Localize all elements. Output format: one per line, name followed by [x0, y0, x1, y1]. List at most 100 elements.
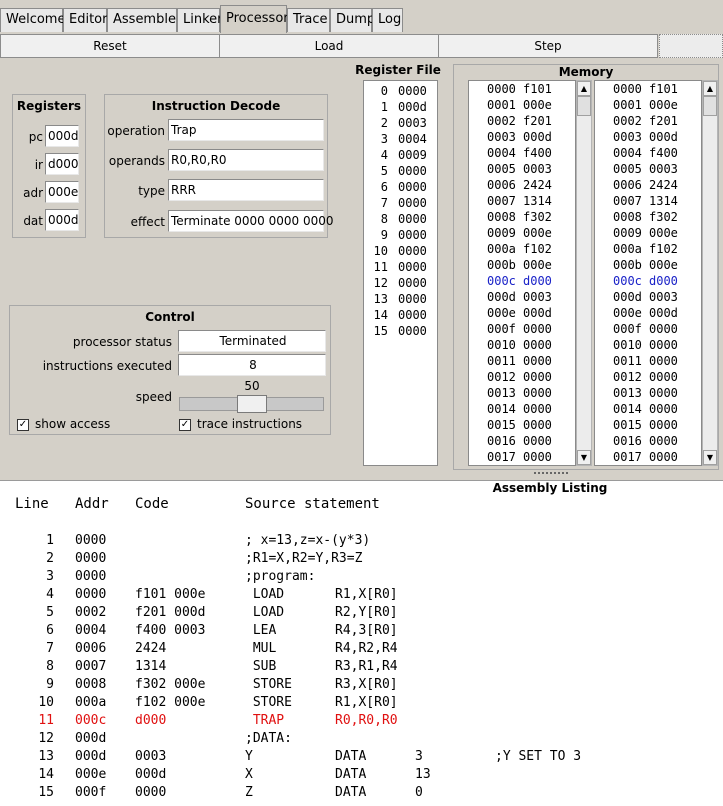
memory-address: 0007: [613, 194, 642, 208]
memory-value: 0003: [649, 290, 678, 304]
memory-value: 0000: [523, 370, 552, 384]
listing-source: SUB: [245, 659, 277, 674]
splitter[interactable]: [0, 470, 723, 480]
tab-log[interactable]: Log: [372, 8, 403, 32]
memory-address: 0009: [613, 226, 642, 240]
memory-value: 000d: [523, 130, 552, 144]
memory-address: 0013: [613, 386, 642, 400]
memory-value: 0000: [649, 402, 678, 416]
speed-value: 50: [244, 379, 260, 393]
trace-instructions-label: trace instructions: [197, 417, 303, 431]
register-number: 3: [380, 132, 388, 146]
memory-scrollbar-right[interactable]: ▲ ▼: [702, 80, 718, 466]
adr-field: 000e: [45, 181, 79, 203]
memory-address: 0014: [613, 402, 642, 416]
listing-operands: DATA: [335, 749, 367, 764]
load-button[interactable]: Load: [219, 34, 439, 58]
tab-trace[interactable]: Trace: [287, 8, 330, 32]
memory-address: 0011: [487, 354, 516, 368]
memory-value: f101: [649, 82, 678, 96]
type-label: type: [138, 184, 165, 198]
memory-address: 0010: [487, 338, 516, 352]
tab-assembler[interactable]: Assembler: [107, 8, 181, 32]
speed-slider-thumb[interactable]: [236, 395, 267, 413]
listing-source: MUL: [245, 641, 277, 656]
memory-address: 0011: [613, 354, 642, 368]
listing-source: ;R1=X,R2=Y,R3=Z: [245, 551, 363, 566]
control-title: Control: [145, 310, 195, 324]
listing-source: Z: [245, 785, 253, 800]
memory-address: 0015: [487, 418, 516, 432]
memory-address: 0007: [487, 194, 516, 208]
memory-value: f201: [523, 114, 552, 128]
memory-address: 0001: [487, 98, 516, 112]
run-button[interactable]: [659, 34, 723, 58]
effect-label: effect: [130, 215, 165, 229]
assembly-listing[interactable]: Assembly Listing Line Addr Code Source s…: [0, 480, 723, 806]
step-button[interactable]: Step: [438, 34, 658, 58]
listing-code: f101 000e: [135, 587, 206, 602]
tab-processor[interactable]: Processor: [220, 5, 289, 33]
listing-operands: DATA: [335, 785, 367, 800]
memory-address: 000d: [613, 290, 642, 304]
listing-operands: R3,X[R0]: [335, 677, 398, 692]
memory-value: 0000: [649, 434, 678, 448]
scroll-thumb[interactable]: [577, 96, 591, 116]
scroll-down-icon[interactable]: ▼: [703, 450, 717, 465]
memory-address: 0014: [487, 402, 516, 416]
header-line: Line: [15, 496, 49, 512]
tab-dump[interactable]: Dump: [330, 8, 375, 32]
operation-label: operation: [107, 124, 165, 138]
register-file-title: Register File: [355, 63, 441, 77]
register-number: 14: [373, 308, 388, 322]
memory-address: 0017: [613, 450, 642, 464]
listing-argument: 13: [415, 767, 431, 782]
listing-operands: DATA: [335, 767, 367, 782]
memory-value: f201: [649, 114, 678, 128]
scroll-thumb[interactable]: [703, 96, 717, 116]
tab-linker[interactable]: Linker: [177, 8, 223, 32]
memory-value: 0000: [649, 354, 678, 368]
reset-button[interactable]: Reset: [0, 34, 220, 58]
header-code: Code: [135, 496, 169, 512]
tab-welcome[interactable]: Welcome: [0, 8, 65, 32]
trace-instructions-checkbox[interactable]: ✓: [179, 419, 191, 431]
tab-editor[interactable]: Editor: [63, 8, 107, 32]
memory-value: 0000: [649, 450, 678, 464]
listing-address: 0002: [75, 605, 107, 620]
listing-line-number: 4: [46, 587, 54, 602]
registers-group: Registers pc 000d ir d000 adr 000e dat 0…: [12, 94, 86, 238]
memory-address: 0013: [487, 386, 516, 400]
listing-code: f102 000e: [135, 695, 206, 710]
memory-value: 000d: [649, 306, 678, 320]
memory-value: 000e: [649, 226, 678, 240]
memory-value: 0000: [649, 322, 678, 336]
show-access-checkbox[interactable]: ✓: [17, 419, 29, 431]
memory-scrollbar-left[interactable]: ▲ ▼: [576, 80, 592, 466]
memory-value: f400: [523, 146, 552, 160]
register-value: 0004: [398, 132, 427, 146]
scroll-up-icon[interactable]: ▲: [703, 81, 717, 96]
scroll-down-icon[interactable]: ▼: [577, 450, 591, 465]
scroll-up-icon[interactable]: ▲: [577, 81, 591, 96]
splitter-grip-icon[interactable]: [534, 472, 568, 478]
memory-value: f400: [649, 146, 678, 160]
